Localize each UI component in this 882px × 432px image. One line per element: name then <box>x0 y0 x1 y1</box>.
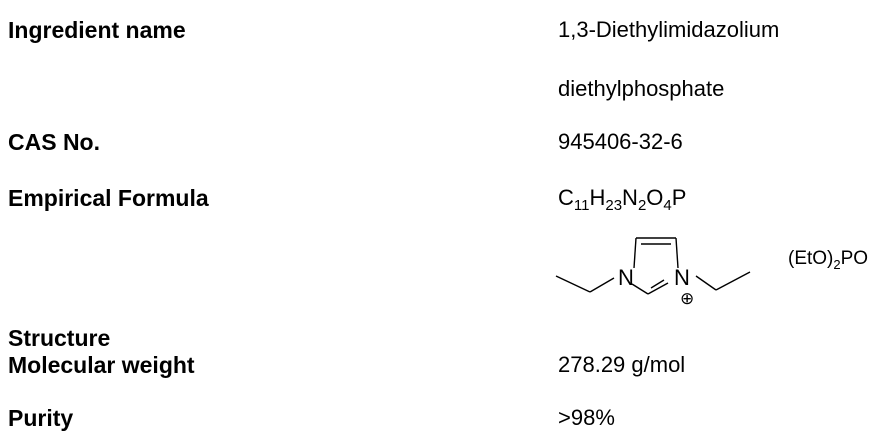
value-molecular-weight: 278.29 g/mol <box>558 352 686 377</box>
value-purity: >98% <box>558 405 615 430</box>
label-ingredient-name: Ingredient name <box>8 17 186 43</box>
charge-plus-icon: ⊕ <box>680 289 694 308</box>
formula-element: O <box>646 185 664 210</box>
label-purity: Purity <box>8 405 74 431</box>
value-empirical-formula: C11H23N2O4P <box>558 184 687 214</box>
bond-ring-n1-c2 <box>631 283 649 295</box>
formula-element: N <box>622 185 638 210</box>
structure-diagram: N N ⊕ (EtO)2PO <box>555 237 868 308</box>
formula-element: C <box>558 185 574 210</box>
label-structure: Structure <box>8 325 111 351</box>
label-cas-no: CAS No. <box>8 129 100 155</box>
formula-subscript: 2 <box>637 197 647 214</box>
bond-right-ethyl-1 <box>695 275 717 291</box>
formula-subscript: 4 <box>663 197 672 214</box>
formula-subscript: 11 <box>573 197 590 214</box>
formula-element: P <box>671 185 687 210</box>
formula-element: H <box>589 185 606 210</box>
formula-subscript: 23 <box>605 197 623 214</box>
value-ingredient-name-line1: 1,3-Diethylimidazolium <box>558 17 780 42</box>
value-cas-no: 945406-32-6 <box>558 129 683 154</box>
bond-left-ethyl-1 <box>555 275 591 293</box>
bond-right-ethyl-2 <box>715 271 751 291</box>
label-molecular-weight: Molecular weight <box>8 352 195 378</box>
bond-left-ethyl-2 <box>589 277 615 293</box>
label-empirical-formula: Empirical Formula <box>8 185 209 211</box>
atom-n3: N <box>674 265 690 290</box>
bond-ring-c2-n3 <box>647 282 669 295</box>
structure-bonds <box>555 237 751 295</box>
value-ingredient-name-line2: diethylphosphate <box>558 76 725 101</box>
bond-ring-c4-n3 <box>675 237 679 269</box>
atom-n1: N <box>618 265 634 290</box>
bond-ring-n1-c5 <box>633 237 637 269</box>
bond-ring-c2-n3-double <box>650 279 665 289</box>
anion-label: (EtO)2PO <box>788 248 868 272</box>
